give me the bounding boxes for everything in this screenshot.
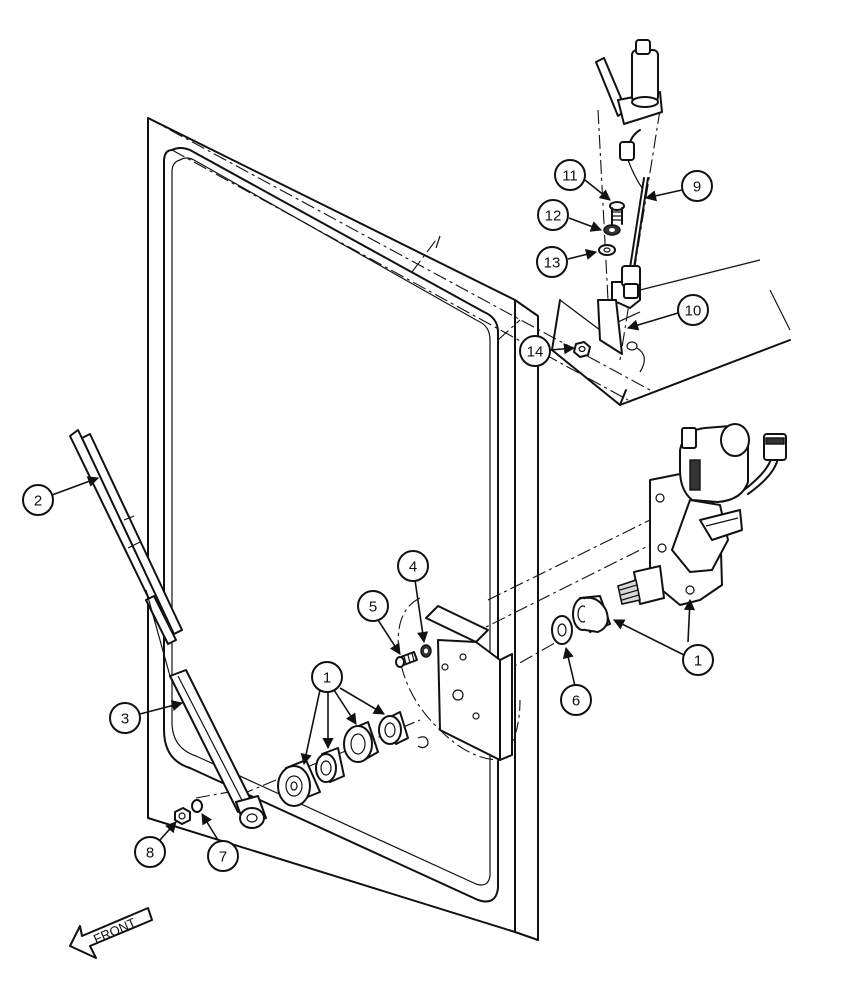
callout-3: 3	[109, 702, 141, 734]
callout-11: 11	[554, 159, 586, 191]
callout-10: 10	[677, 294, 709, 326]
callout-14: 14	[519, 335, 551, 367]
svg-text:3: 3	[121, 711, 129, 728]
leader-lines	[51, 179, 696, 841]
washer-13	[598, 244, 616, 256]
svg-text:5: 5	[369, 599, 377, 616]
spacer-bushing	[572, 595, 611, 633]
callout-8: 8	[134, 836, 166, 868]
callout-5: 5	[357, 590, 389, 622]
pivot-seal-components	[277, 711, 429, 807]
nut-8	[174, 807, 191, 825]
callout-9: 9	[681, 170, 713, 202]
svg-text:7: 7	[219, 849, 227, 866]
svg-text:4: 4	[409, 559, 417, 576]
svg-text:13: 13	[544, 255, 561, 272]
lock-washer-12	[603, 224, 621, 236]
nut-14	[573, 341, 591, 358]
front-label: FRONT	[91, 915, 138, 947]
callout-2: 2	[22, 484, 54, 516]
svg-text:9: 9	[693, 179, 701, 196]
front-direction-arrow: FRONT	[69, 907, 153, 959]
svg-text:10: 10	[685, 303, 702, 320]
motor-mount-bracket	[425, 605, 513, 761]
callout-1-motor: 1	[682, 644, 714, 676]
svg-text:8: 8	[146, 845, 154, 862]
lock-washer-7	[191, 799, 203, 813]
svg-text:1: 1	[323, 670, 331, 687]
linkage-rod-assembly	[595, 39, 663, 299]
callout-12: 12	[537, 199, 569, 231]
svg-text:14: 14	[527, 344, 544, 361]
bolt-11	[609, 201, 625, 225]
wiper-arm	[145, 589, 267, 829]
callout-6: 6	[560, 684, 592, 716]
svg-text:6: 6	[572, 693, 580, 710]
callout-7: 7	[207, 840, 239, 872]
screw-5	[395, 651, 418, 668]
svg-text:1: 1	[694, 653, 702, 670]
wiper-blade	[69, 429, 183, 645]
wiper-motor	[617, 423, 787, 606]
svg-text:12: 12	[545, 208, 562, 225]
washer-6	[551, 615, 573, 645]
svg-text:2: 2	[34, 493, 42, 510]
window-frame	[147, 117, 539, 941]
callout-13: 13	[536, 246, 568, 278]
lock-washer-4	[420, 644, 432, 658]
callout-4: 4	[397, 550, 429, 582]
callout-1-pivot: 1	[311, 661, 343, 693]
cab-roof-section	[435, 235, 791, 406]
svg-text:11: 11	[562, 168, 578, 185]
